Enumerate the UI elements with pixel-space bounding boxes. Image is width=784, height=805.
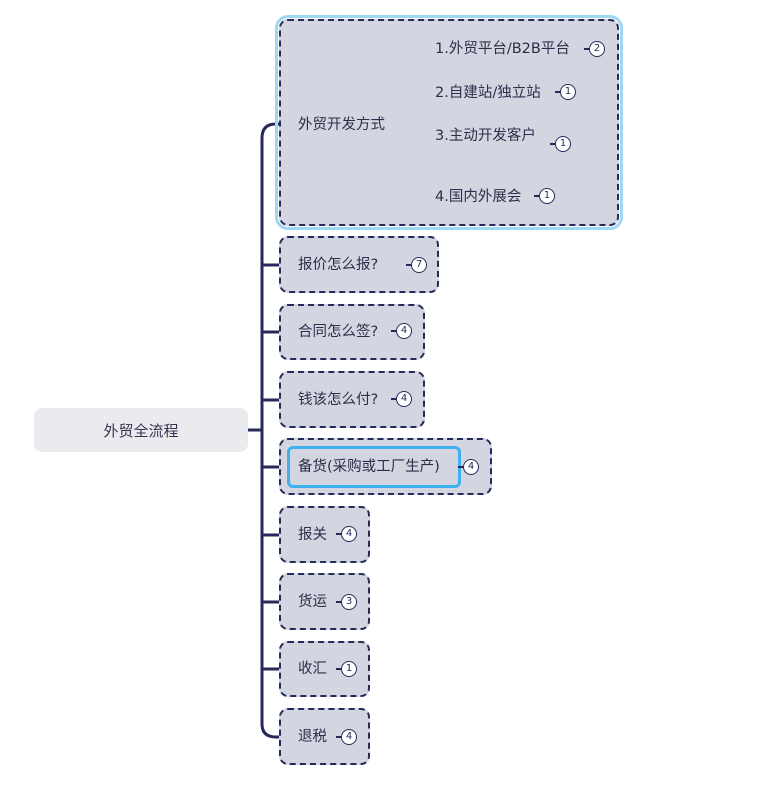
count-badge[interactable]: 3 (336, 594, 357, 610)
count-badge[interactable]: 4 (458, 459, 479, 475)
sub-node-label[interactable]: 1.外贸平台/B2B平台 (435, 41, 570, 57)
branch-label: 报价怎么报? (298, 257, 379, 273)
count-badge[interactable]: 4 (336, 526, 357, 542)
branch-node-development-methods[interactable] (275, 15, 623, 230)
root-node[interactable]: 外贸全流程 (34, 408, 248, 452)
branch-label: 退税 (298, 729, 327, 745)
root-label: 外贸全流程 (103, 421, 179, 440)
branch-label: 备货(采购或工厂生产) (298, 459, 440, 475)
sub-node-label[interactable]: 2.自建站/独立站 (435, 85, 541, 101)
count-badge[interactable]: 4 (391, 391, 412, 407)
branch-label: 货运 (298, 594, 327, 610)
count-badge[interactable]: 7 (406, 257, 427, 273)
count-badge[interactable]: 1 (534, 188, 555, 204)
branch-label: 收汇 (298, 661, 327, 677)
branch-label: 钱该怎么付? (298, 392, 379, 408)
count-badge[interactable]: 1 (336, 661, 357, 677)
count-badge[interactable]: 4 (391, 323, 412, 339)
count-badge[interactable]: 1 (550, 136, 571, 152)
count-badge[interactable]: 4 (336, 729, 357, 745)
count-badge[interactable]: 1 (555, 84, 576, 100)
count-badge[interactable]: 2 (584, 41, 605, 57)
sub-node-label[interactable]: 3.主动开发客户 (435, 128, 536, 144)
branch-node-customs[interactable] (279, 506, 370, 563)
sub-node-label[interactable]: 4.国内外展会 (435, 189, 522, 205)
branch-label: 合同怎么签? (298, 324, 379, 340)
branch-label: 外贸开发方式 (298, 117, 385, 133)
branch-label: 报关 (298, 527, 327, 543)
